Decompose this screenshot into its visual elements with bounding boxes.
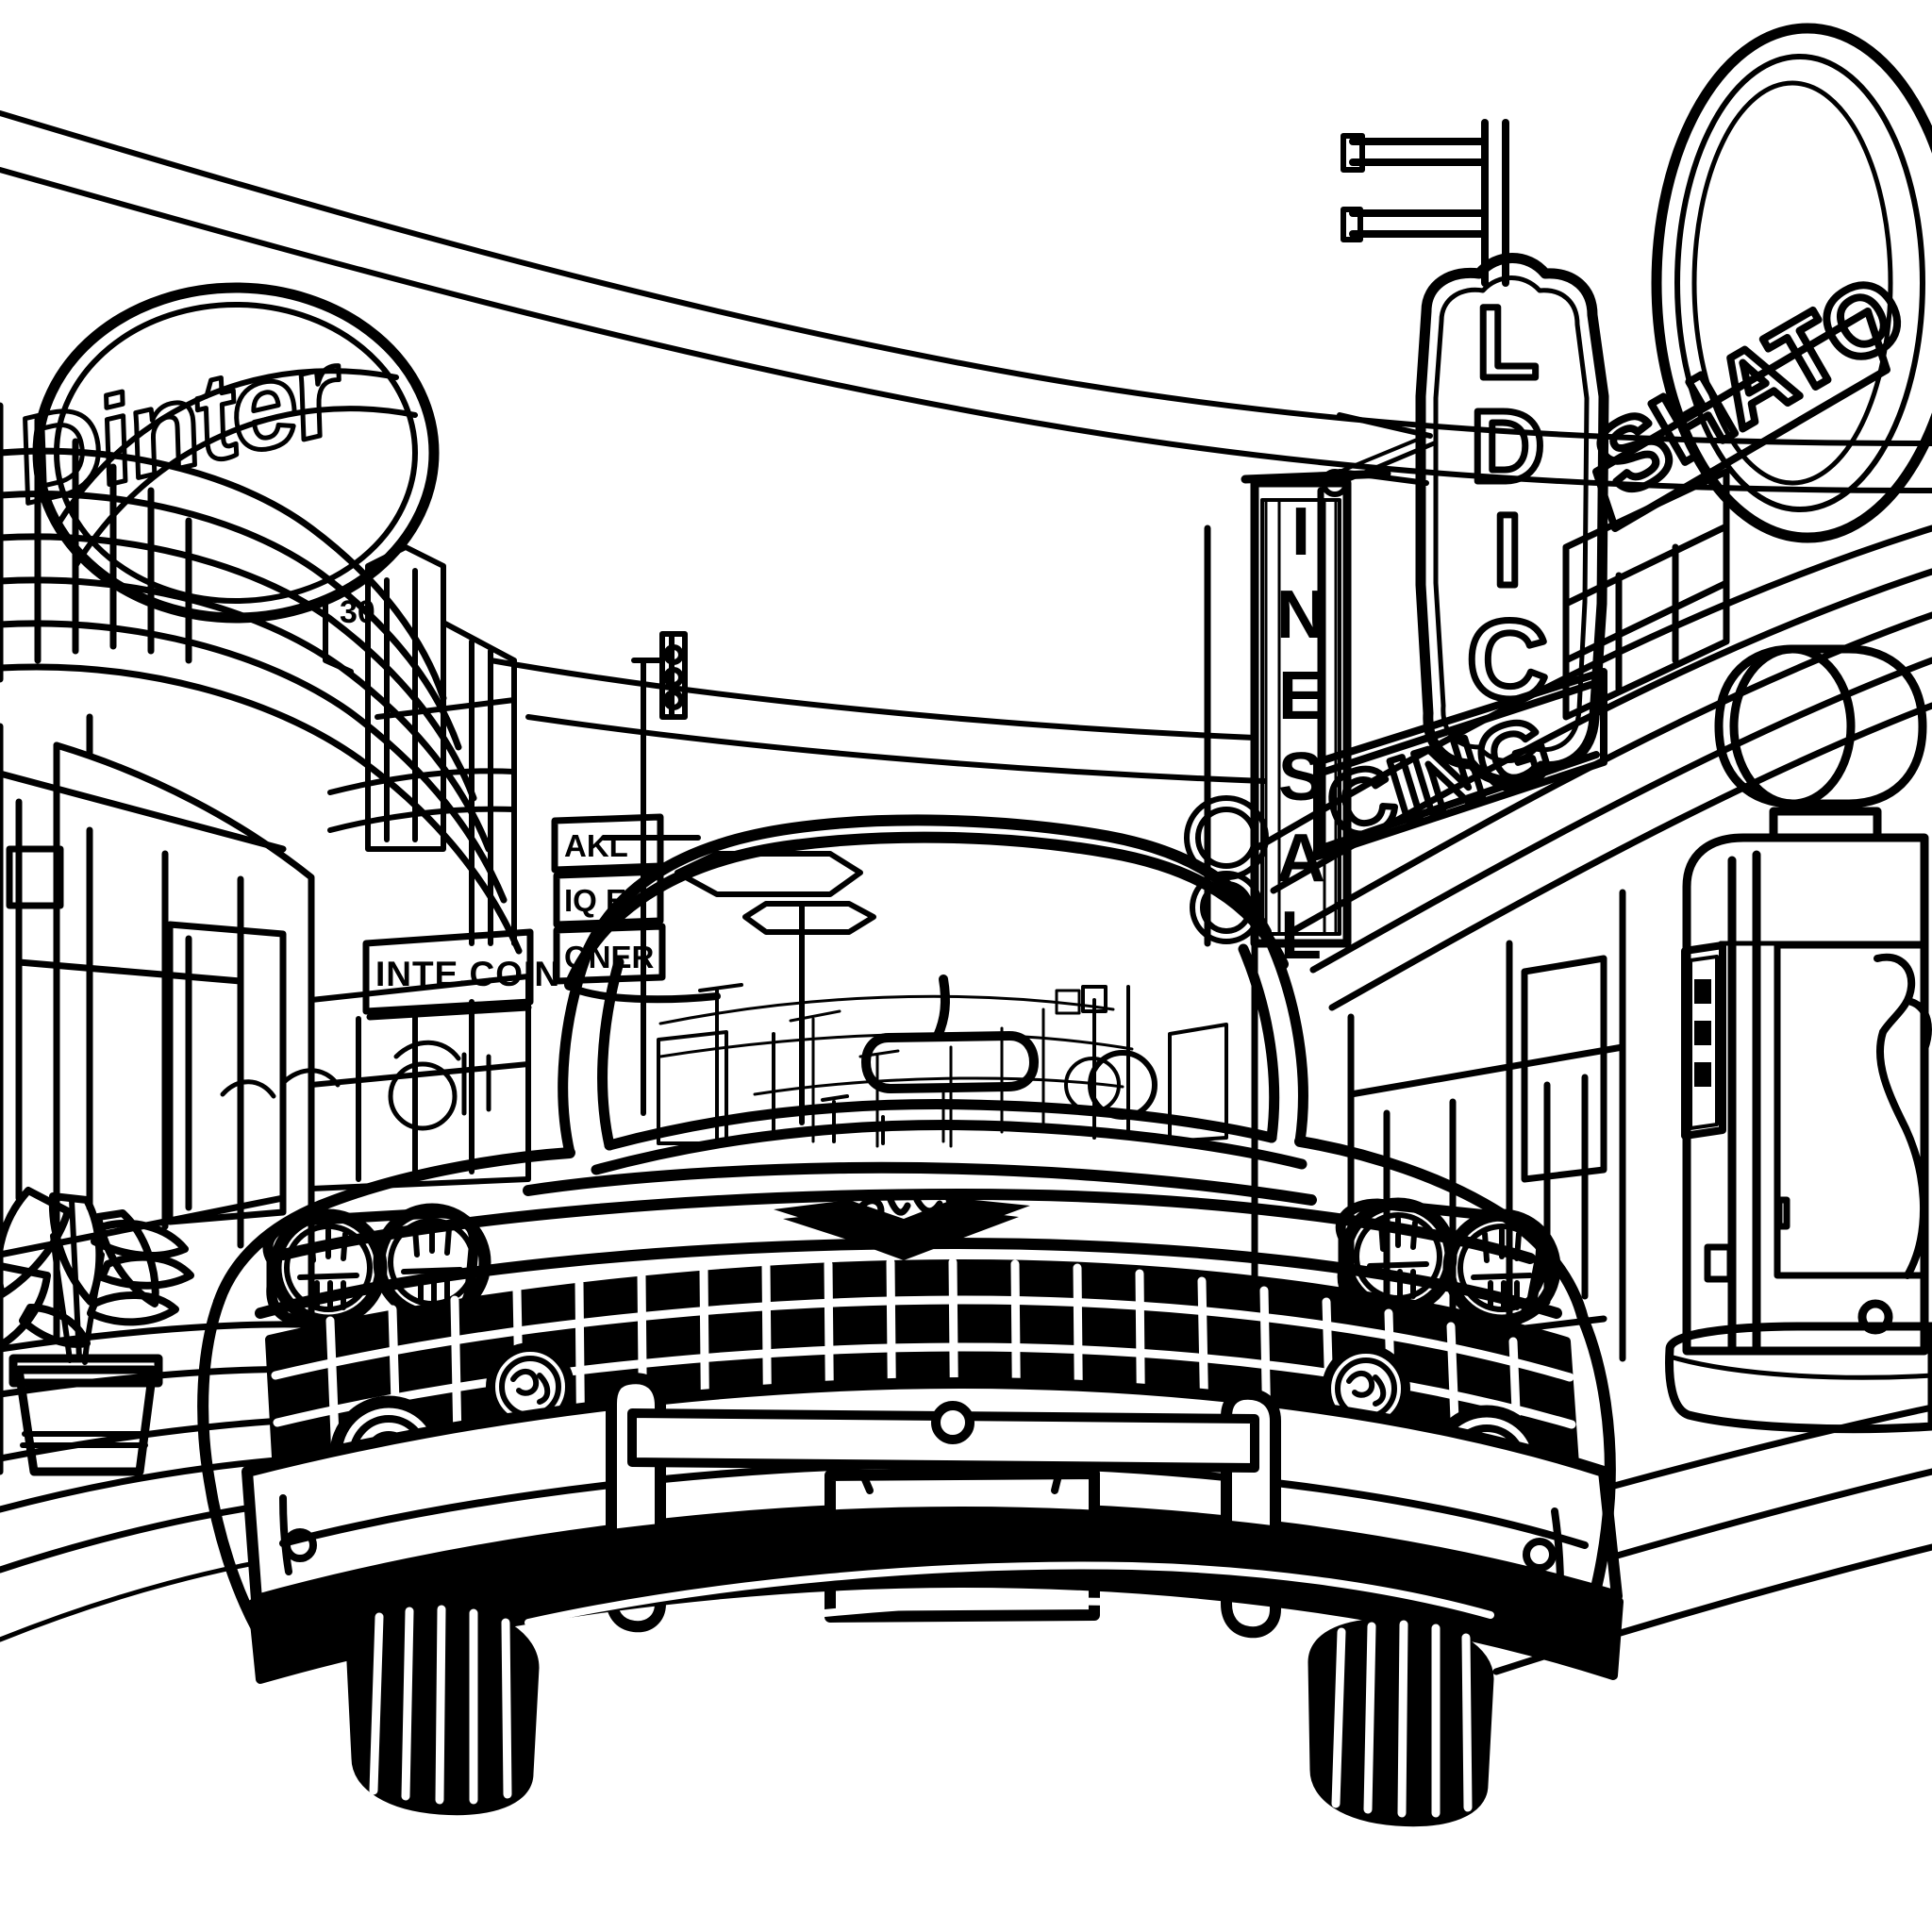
marquee-letter-3: E	[1278, 658, 1324, 734]
blade-letter-2: D	[1471, 389, 1544, 503]
gas-pump-screw-icon	[1857, 1299, 1893, 1335]
plant-leaves	[0, 1187, 194, 1365]
gas-pump-price-window	[1681, 941, 1726, 1140]
car-roof	[564, 814, 1289, 1004]
car-wheel-left	[345, 1603, 540, 1816]
car-wheel-right	[1307, 1618, 1494, 1827]
blade-letter-3: I	[1493, 492, 1522, 607]
background-street-furniture	[601, 631, 876, 1125]
car-bumper-rub-rail	[627, 1401, 1259, 1473]
menu-board-text-1: AKL	[564, 828, 628, 863]
oval-roadside-sign	[1592, 23, 1932, 543]
background-storefront-right-of-diner	[220, 1040, 491, 1131]
overhead-power-lines	[0, 110, 1932, 784]
car-windshield-background-scene	[657, 983, 1228, 1145]
car-hood-emblem-script	[857, 1196, 975, 1224]
car-lower-valance	[248, 1507, 1624, 1684]
car-side-trim	[279, 1494, 1564, 1591]
tire-tread-left	[369, 1605, 512, 1805]
gas-pump-price-digits	[1694, 979, 1711, 1087]
tire-tread-right	[1331, 1620, 1473, 1818]
storefront-board-text: INTE.COIN	[375, 955, 560, 993]
gas-pump-door-panel	[1704, 941, 1928, 1283]
diner-oval-sign	[32, 282, 440, 675]
car-rearview-mirror	[861, 974, 1039, 1093]
gas-pump-hose	[1874, 953, 1932, 1279]
vertical-blade-sign-frame	[1337, 119, 1609, 786]
marquee-letter-2: N	[1276, 577, 1325, 653]
car-undercarriage-detail	[525, 1561, 1494, 1657]
marquee-letter-1: I	[1291, 494, 1310, 570]
storefront-board-frame	[362, 928, 534, 1021]
left-mid-storefront	[308, 544, 531, 1191]
angled-banner-sign	[1313, 668, 1607, 860]
car-hood-emblem	[774, 1198, 1030, 1260]
blade-letter-1: L	[1476, 285, 1539, 399]
gas-pump	[1665, 644, 1932, 1434]
classic-car	[197, 814, 1624, 1827]
car-front-fenders	[197, 1296, 1616, 1641]
car-windshield	[558, 926, 1308, 1175]
